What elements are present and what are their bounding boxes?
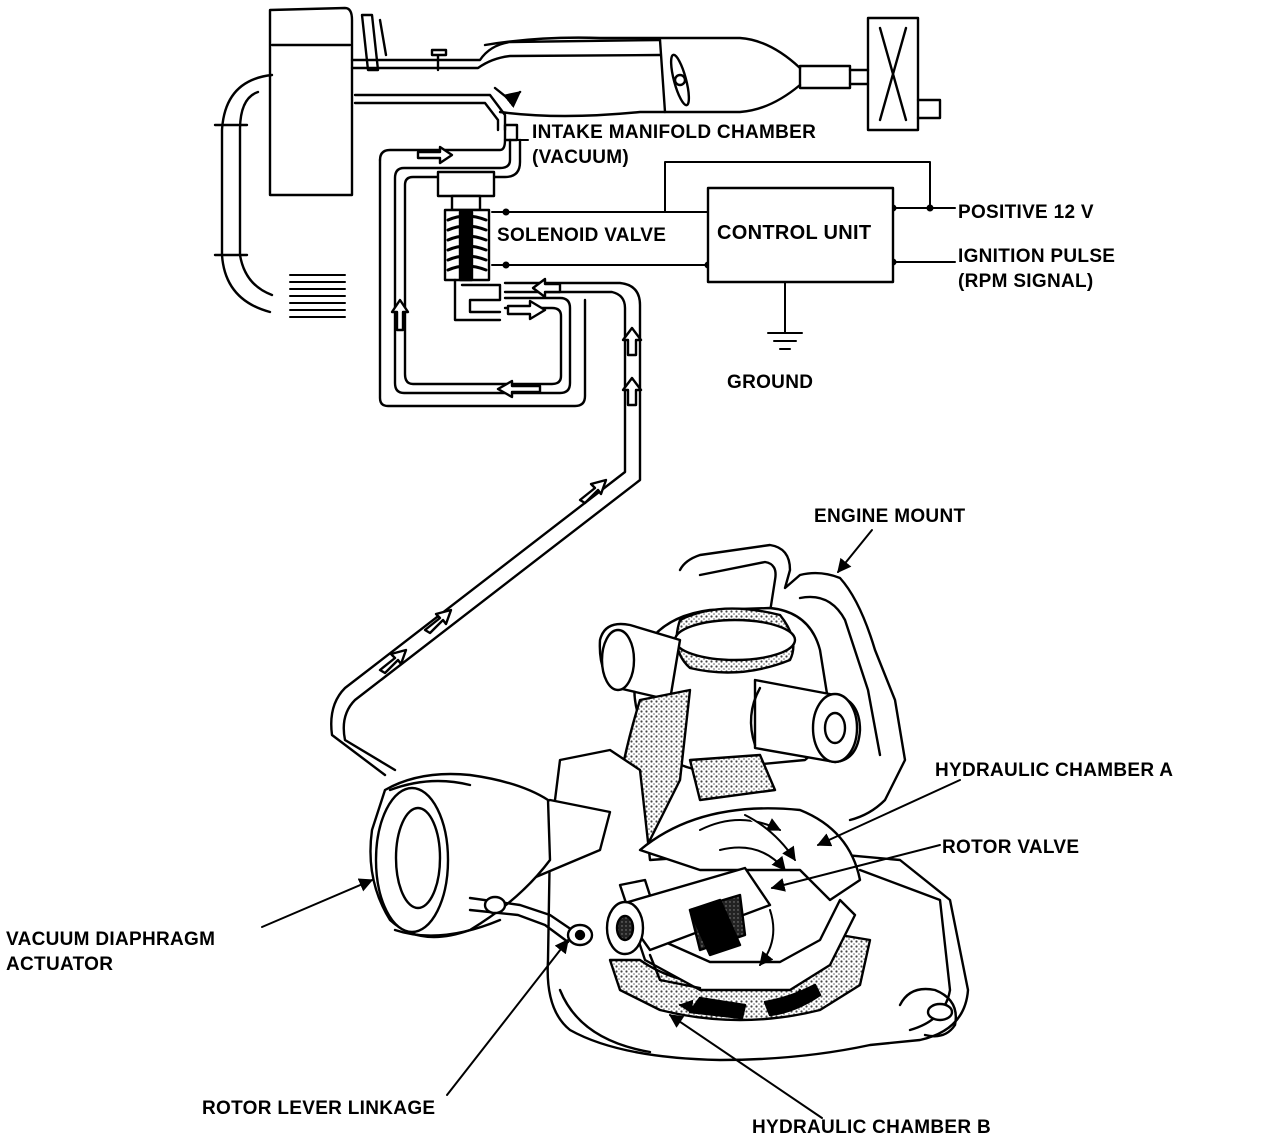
label-vacuum-diaphragm: VACUUM DIAPHRAGM — [6, 929, 216, 950]
label-hydraulic-chamber-b: HYDRAULIC CHAMBER B — [752, 1117, 991, 1138]
intake-system — [213, 6, 942, 318]
label-actuator: ACTUATOR — [6, 954, 114, 975]
label-intake-manifold-chamber: INTAKE MANIFOLD CHAMBER — [532, 122, 817, 143]
control-unit-box — [706, 186, 895, 284]
label-ignition-pulse: IGNITION PULSE — [958, 246, 1116, 267]
label-vacuum: (VACUUM) — [532, 147, 630, 168]
label-solenoid-valve: SOLENOID VALVE — [497, 225, 667, 246]
solenoid-valve-drawing — [436, 170, 502, 322]
vacuum-hoses — [330, 138, 643, 777]
label-control-unit: CONTROL UNIT — [717, 222, 872, 244]
label-engine-mount: ENGINE MOUNT — [814, 506, 966, 527]
label-hydraulic-chamber-a: HYDRAULIC CHAMBER A — [935, 760, 1174, 781]
label-rpm-signal: (RPM SIGNAL) — [958, 271, 1094, 292]
leader-lines — [261, 139, 961, 1119]
vacuum-actuator-drawing — [369, 772, 612, 947]
label-rotor-lever-linkage: ROTOR LEVER LINKAGE — [202, 1098, 436, 1119]
label-rotor-valve: ROTOR VALVE — [942, 837, 1080, 858]
label-ground: GROUND — [727, 372, 814, 393]
engine-mount-drawing — [546, 543, 970, 1062]
label-positive-12v: POSITIVE 12 V — [958, 202, 1094, 223]
